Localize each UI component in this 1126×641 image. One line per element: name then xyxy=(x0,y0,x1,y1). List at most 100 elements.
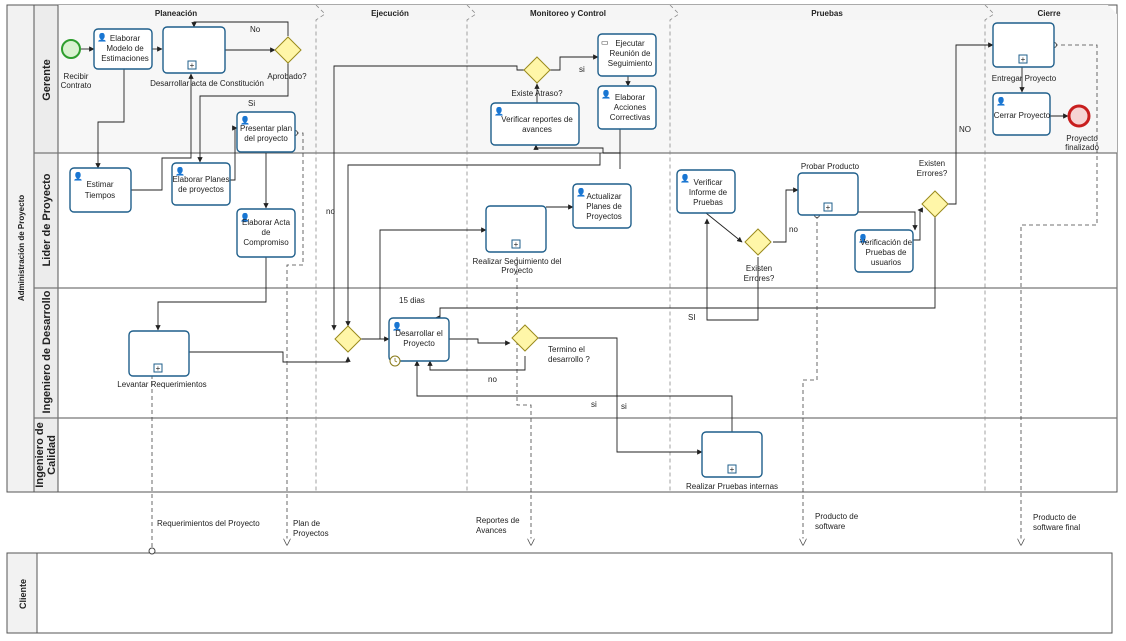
end-event[interactable]: Proyecto finalizado xyxy=(1065,104,1099,152)
svg-text:Elaborar Planes: Elaborar Planes xyxy=(173,175,230,184)
task-elaborar-acta-compromiso[interactable]: 👤 Elaborar Acta de Compromiso xyxy=(236,208,296,258)
lane-label-ingeniero-calidad: Ingeniero de Calidad xyxy=(34,422,58,487)
svg-text:Modelo de: Modelo de xyxy=(106,44,144,53)
phase-planeacion: Planeación xyxy=(155,9,197,18)
task-levantar-requerimientos-label: Levantar Requerimientos xyxy=(117,380,206,389)
phases: Planeación Ejecución Monitoreo y Control… xyxy=(155,4,1061,492)
task-actualizar-planes[interactable]: 👤 Actualizar Planes de Proyectos xyxy=(572,183,632,229)
flow-label-si-aprobado: Si xyxy=(248,99,255,108)
gateway-termino-desarrollo[interactable]: Termino el desarrollo ? xyxy=(511,324,590,364)
task-cerrar-proyecto[interactable]: 👤 Cerrar Proyecto xyxy=(992,92,1051,136)
svg-text:Estimaciones: Estimaciones xyxy=(101,54,149,63)
svg-text:Reunión de: Reunión de xyxy=(610,49,651,58)
svg-text:Verificar: Verificar xyxy=(694,178,723,187)
flow-label-si-termino-1: si xyxy=(591,400,597,409)
task-elaborar-acciones[interactable]: 👤 Elaborar Acciones Correctivas xyxy=(597,85,657,130)
svg-text:Tiempos: Tiempos xyxy=(85,191,115,200)
gateway-existe-atraso-label: Existe Atraso? xyxy=(511,89,563,98)
task-realizar-pruebas-internas-label: Realizar Pruebas internas xyxy=(686,482,778,491)
task-verificar-informe[interactable]: 👤 Verificar Informe de Pruebas xyxy=(676,169,736,214)
svg-text:Estimar: Estimar xyxy=(86,180,113,189)
task-entregar-proyecto[interactable]: + Entregar Proyecto xyxy=(992,22,1057,83)
svg-text:desarrollo ?: desarrollo ? xyxy=(548,355,590,364)
flow-label-si-errores: SI xyxy=(688,313,696,322)
svg-text:Correctivas: Correctivas xyxy=(610,113,650,122)
lane-label-ingeniero-desarrollo: Ingeniero de Desarrollo xyxy=(41,290,53,413)
task-estimar-tiempos[interactable]: 👤 Estimar Tiempos xyxy=(69,167,132,213)
user-icon: 👤 xyxy=(858,233,868,243)
sequence-flows xyxy=(81,21,1069,455)
phase-monitoreo: Monitoreo y Control xyxy=(530,9,606,18)
flow-label-timer: 15 dias xyxy=(399,296,425,305)
user-icon: 👤 xyxy=(392,321,402,331)
svg-text:usuarios: usuarios xyxy=(871,258,901,267)
svg-text:Ingeniero de: Ingeniero de xyxy=(34,422,46,487)
start-event-label-line-2: Contrato xyxy=(61,81,92,90)
task-desarrollar-proyecto[interactable]: 👤 Desarrollar el Proyecto xyxy=(388,317,450,367)
svg-text:Errores?: Errores? xyxy=(744,274,775,283)
task-cerrar-proyecto-label: Cerrar Proyecto xyxy=(994,111,1051,120)
flow-label-no-atraso: no xyxy=(326,207,335,216)
svg-text:Avances: Avances xyxy=(476,526,507,535)
phase-pruebas: Pruebas xyxy=(811,9,843,18)
start-event-label-line-1: Recibir xyxy=(64,72,89,81)
task-desarrollar-acta-label: Desarrollar acta de Constitución xyxy=(150,79,264,88)
flow-label-no-aprobado: No xyxy=(250,25,261,34)
svg-text:software final: software final xyxy=(1033,523,1080,532)
user-icon: 👤 xyxy=(175,166,185,176)
svg-text:Realizar Seguimiento del: Realizar Seguimiento del xyxy=(473,257,562,266)
task-ejecutar-reunion[interactable]: ▭ Ejecutar Reunión de Seguimiento xyxy=(597,33,657,77)
task-realizar-pruebas-internas[interactable]: + Realizar Pruebas internas xyxy=(686,431,778,491)
svg-text:Proyecto: Proyecto xyxy=(403,339,435,348)
svg-text:Proyectos: Proyectos xyxy=(293,529,329,538)
user-icon: 👤 xyxy=(680,173,690,183)
svg-text:Existen: Existen xyxy=(746,264,772,273)
svg-text:Actualizar: Actualizar xyxy=(586,192,621,201)
task-elaborar-planes[interactable]: 👤 Elaborar Planes de proyectos xyxy=(171,162,231,206)
flow-label-no-termino: no xyxy=(488,375,497,384)
task-realizar-seguimiento[interactable]: + Realizar Seguimiento del Proyecto xyxy=(473,205,562,275)
gateway-ejecucion[interactable] xyxy=(334,325,362,353)
svg-text:Termino el: Termino el xyxy=(548,345,585,354)
task-probar-producto[interactable]: + Probar Producto xyxy=(797,162,860,216)
task-verificar-reportes[interactable]: 👤 Verificar reportes de avances xyxy=(490,102,580,146)
artifact-labels: Requerimientos del Proyecto Plan de Proy… xyxy=(157,512,1080,538)
svg-text:Reportes de: Reportes de xyxy=(476,516,520,525)
svg-text:avances: avances xyxy=(522,125,552,134)
svg-text:Informe de: Informe de xyxy=(689,188,728,197)
svg-text:Planes de: Planes de xyxy=(586,202,622,211)
task-levantar-requerimientos[interactable]: + Levantar Requerimientos xyxy=(117,330,207,389)
svg-text:de proyectos: de proyectos xyxy=(178,185,224,194)
svg-text:Presentar plan: Presentar plan xyxy=(240,124,292,133)
flow-label-si-atraso: si xyxy=(579,65,585,74)
gateway-aprobado[interactable]: Aprobado? xyxy=(267,36,307,81)
gateway-existen-errores-2[interactable]: Existen Errores? xyxy=(917,159,949,218)
svg-text:Proyectos: Proyectos xyxy=(586,212,622,221)
gateway-existe-atraso[interactable]: Existe Atraso? xyxy=(511,56,563,98)
svg-text:Compromiso: Compromiso xyxy=(243,238,289,247)
svg-text:Seguimiento: Seguimiento xyxy=(608,59,653,68)
user-icon: 👤 xyxy=(601,89,611,99)
flow-label-no-errores-1: no xyxy=(789,225,798,234)
task-probar-producto-label: Probar Producto xyxy=(801,162,860,171)
task-verificacion-pruebas[interactable]: 👤 Verificación de Pruebas de usuarios xyxy=(854,229,914,273)
task-desarrollar-acta[interactable]: + Desarrollar acta de Constitución xyxy=(150,26,264,88)
gateway-existen-errores-1[interactable]: Existen Errores? xyxy=(744,228,775,283)
pool-label: Administración de Proyecto xyxy=(17,195,26,301)
svg-text:Producto de: Producto de xyxy=(815,512,859,521)
user-icon: 👤 xyxy=(240,212,250,222)
user-icon: 👤 xyxy=(576,187,586,197)
svg-text:Elaborar Acta: Elaborar Acta xyxy=(242,218,291,227)
task-presentar-plan[interactable]: 👤 Presentar plan del proyecto xyxy=(236,111,296,153)
user-icon: 👤 xyxy=(996,96,1006,106)
svg-text:Proyecto: Proyecto xyxy=(501,266,533,275)
svg-text:software: software xyxy=(815,522,846,531)
gateway-aprobado-label: Aprobado? xyxy=(267,72,307,81)
subprocess-icon: + xyxy=(826,203,831,212)
task-elaborar-modelo[interactable]: 👤 Elaborar Modelo de Estimaciones xyxy=(93,28,153,70)
svg-text:Calidad: Calidad xyxy=(46,435,58,475)
svg-text:Ejecutar: Ejecutar xyxy=(615,39,645,48)
subprocess-icon: + xyxy=(730,465,735,474)
start-event[interactable]: Recibir Contrato xyxy=(61,39,92,90)
svg-text:Verificar reportes de: Verificar reportes de xyxy=(501,115,573,124)
